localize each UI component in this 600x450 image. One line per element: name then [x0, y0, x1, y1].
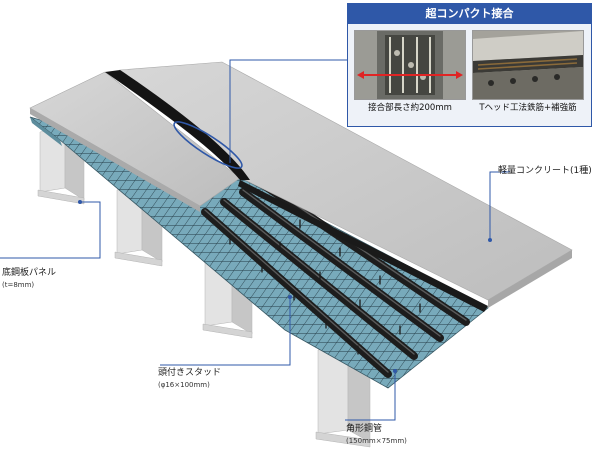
label-stud-spec: (φ16×100mm) — [158, 381, 210, 389]
steel-tube-4 — [258, 180, 470, 326]
inset-title: 超コンパクト接合 — [348, 4, 591, 24]
label-stud: 頭付きスタッド — [158, 368, 222, 378]
steel-tube-3 — [239, 188, 444, 342]
concrete-slab — [29, 61, 573, 308]
label-tube-spec: (150mm×75mm) — [346, 437, 407, 445]
t-head-rebar-photo — [472, 30, 584, 100]
headed-studs — [229, 219, 421, 355]
inset-caption-left: 接合部長さ約200mm — [368, 103, 452, 113]
label-concrete: 軽量コンクリート(1種) — [498, 166, 592, 176]
steel-tubes — [201, 180, 470, 378]
joint-strip — [105, 70, 250, 180]
label-bottom-plate: 底鋼板パネル — [2, 268, 57, 278]
joint-highlight-ellipse — [173, 121, 243, 169]
steel-tube-2 — [220, 198, 418, 360]
label-tube: 角形鋼管 — [346, 424, 383, 434]
leader-lines — [0, 59, 510, 421]
label-bottom-plate-spec: (t=8mm) — [2, 281, 35, 289]
inset-panel: 超コンパクト接合 接合部長さ約200mm Tヘッド工法鉄筋+補強筋 — [347, 3, 592, 127]
inset-caption-right: Tヘッド工法鉄筋+補強筋 — [479, 103, 577, 113]
girder-2 — [114, 185, 163, 267]
joint-length-photo — [354, 30, 466, 100]
